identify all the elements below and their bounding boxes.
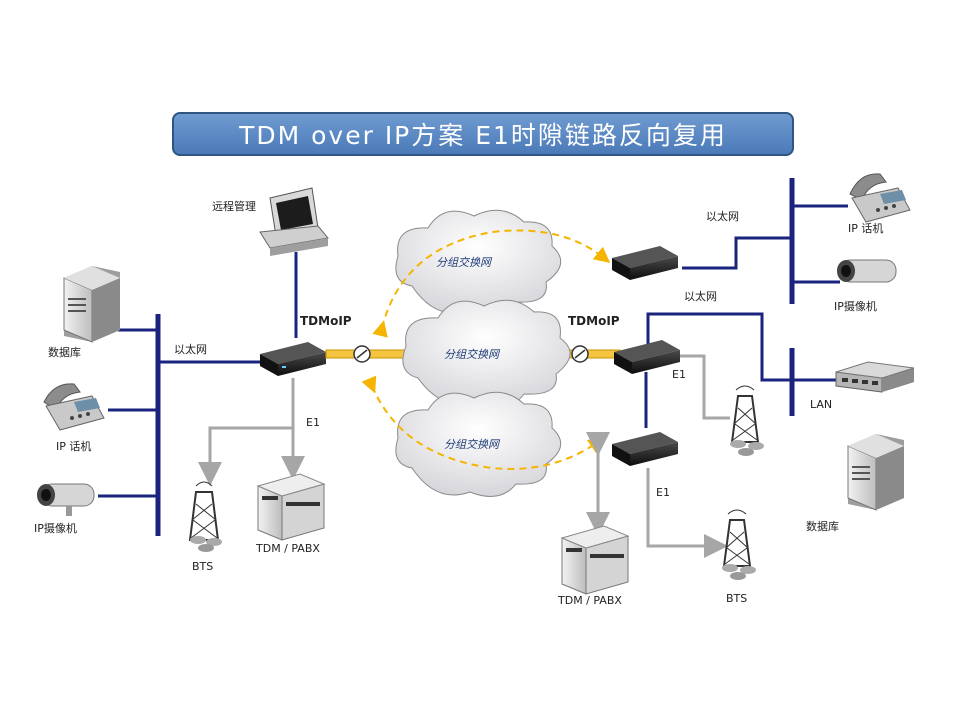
ip-camera-icon (37, 483, 95, 516)
switch-icon (835, 361, 915, 393)
cloud-label-middle: 分组交换网 (444, 348, 499, 361)
left-e1-links (198, 378, 305, 486)
tdmoip-device-left (260, 342, 326, 376)
tdmoip-label-right: TDMoIP (568, 314, 620, 328)
ip-phone-label-left: IP 话机 (56, 440, 92, 453)
bts-tower-icon (730, 385, 764, 456)
server-icon (847, 434, 904, 511)
ethernet-label-right-mid: 以太网 (684, 290, 717, 303)
pabx-icon (560, 525, 630, 595)
computer-icon (259, 187, 329, 256)
pabx-label-left: TDM / PABX (256, 542, 320, 555)
right-lan-bus (644, 312, 836, 428)
ip-phone-icon (849, 173, 911, 223)
ip-camera-label-left: IP摄像机 (34, 522, 77, 535)
bts-label-left: BTS (192, 560, 214, 573)
tdmoip-label-left: TDMoIP (300, 314, 352, 328)
tdmoip-device-right-mid (614, 340, 680, 374)
e1-label-left: E1 (306, 416, 320, 429)
database-label-right: 数据库 (806, 520, 839, 533)
pabx-label-right: TDM / PABX (558, 594, 622, 607)
ethernet-label-left: 以太网 (174, 343, 207, 356)
right-e1-links (586, 354, 730, 558)
bts-tower-icon (722, 509, 756, 580)
diagram-title: TDM over IP方案 E1时隙链路反向复用 (172, 112, 794, 156)
left-ethernet-bus (98, 314, 262, 536)
lan-label: LAN (810, 398, 833, 411)
packet-paths (361, 229, 611, 470)
cloud-label-bottom: 分组交换网 (444, 438, 499, 451)
ip-phone-label-right: IP 话机 (848, 222, 884, 235)
bts-label-right: BTS (726, 592, 748, 605)
ip-camera-label-right: IP摄像机 (834, 300, 877, 313)
ip-phone-icon (43, 383, 105, 431)
tdmoip-device-right-bottom (612, 432, 678, 466)
right-top-ethernet-bus (682, 178, 848, 304)
remote-management-label: 远程管理 (212, 200, 256, 213)
pabx-icon (256, 473, 326, 541)
database-label-left: 数据库 (48, 346, 81, 359)
ethernet-label-right-top: 以太网 (706, 210, 739, 223)
bts-tower-icon (188, 481, 222, 552)
cloud-label-top: 分组交换网 (436, 256, 491, 269)
ip-camera-icon (837, 259, 897, 283)
e1-label-right-top: E1 (672, 368, 686, 381)
server-icon (63, 266, 120, 343)
tdmoip-device-right-top (612, 246, 678, 280)
e1-label-right-bottom: E1 (656, 486, 670, 499)
